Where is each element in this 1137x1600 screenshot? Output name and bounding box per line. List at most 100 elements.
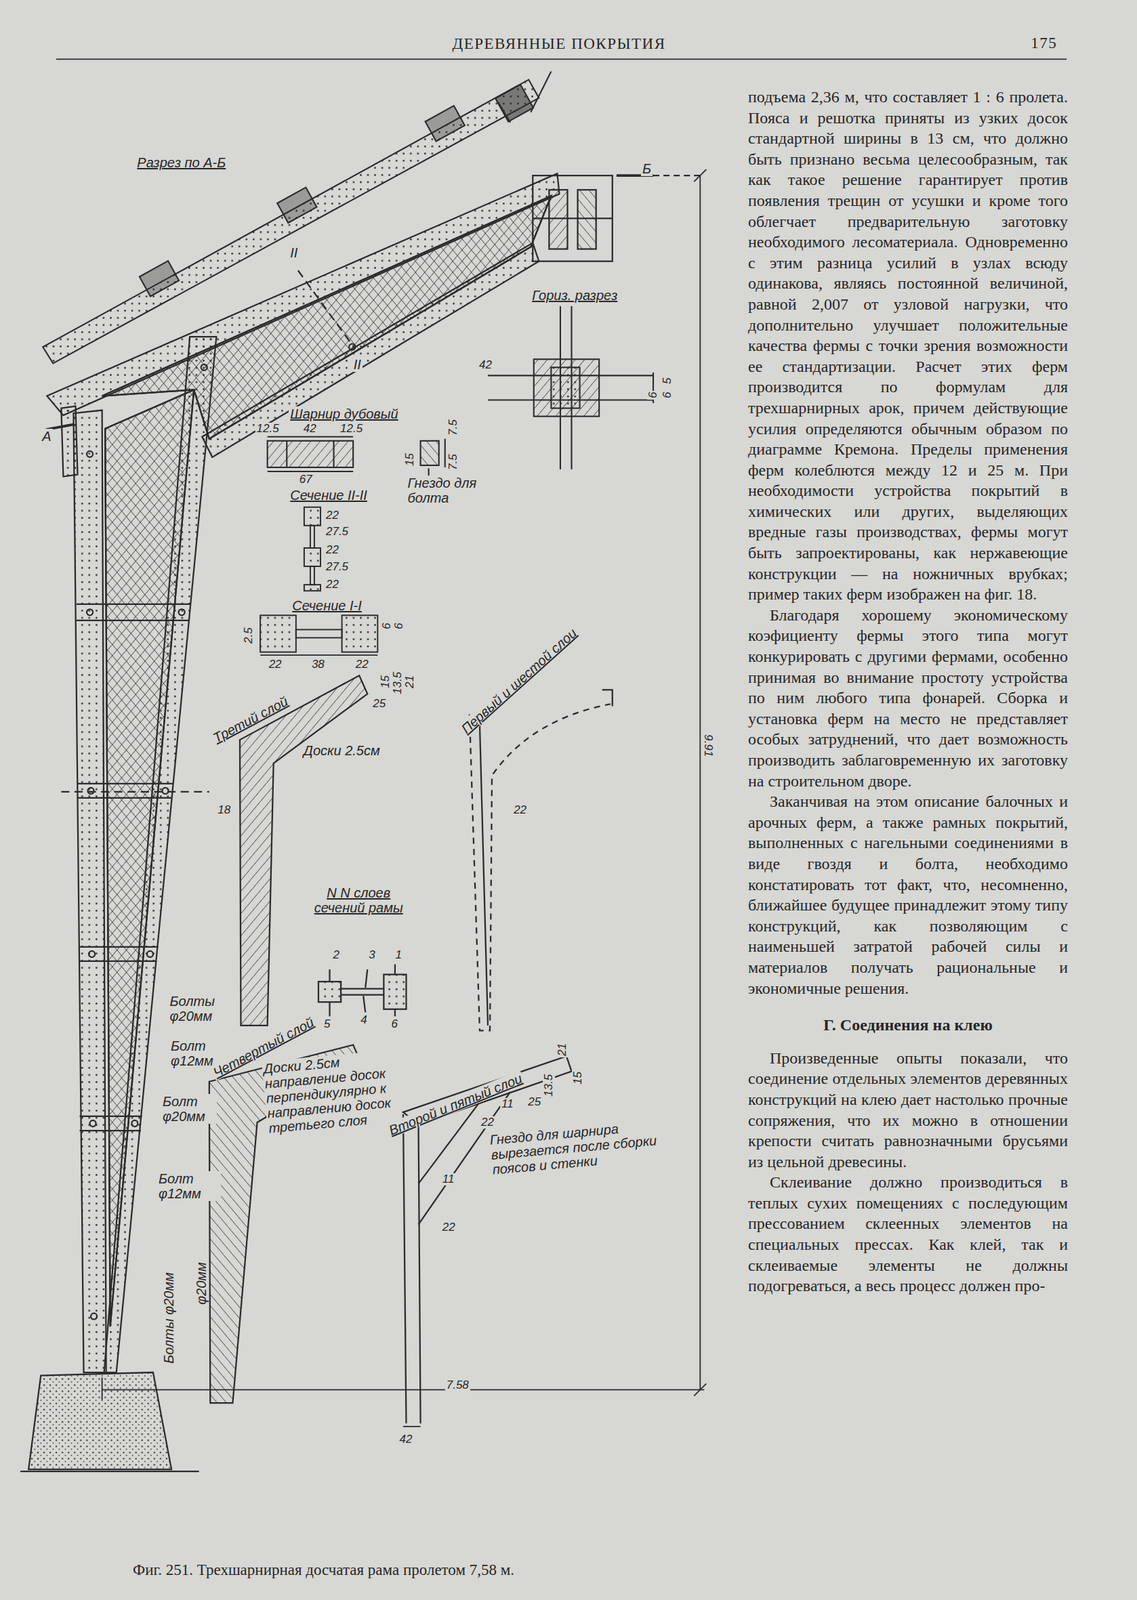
section-marks [46, 175, 705, 793]
layer-number: 1 [393, 949, 403, 962]
layer-shapes [340, 988, 384, 990]
note: Доски 2.5см направление досок перпендику… [261, 1050, 398, 1136]
horizontal-section [533, 359, 599, 417]
layer-shapes [239, 675, 368, 1026]
foundation [20, 1471, 200, 1473]
layer-shapes [394, 1009, 396, 1018]
frame [577, 189, 597, 249]
legend-title: N N слоев сечений рамы [306, 885, 412, 916]
dimension: 7.58 [445, 1379, 471, 1392]
frame [102, 195, 552, 439]
dimension: 22 [324, 578, 341, 591]
layer-shapes [328, 969, 330, 982]
hinge-detail [333, 441, 335, 468]
header-rule [56, 58, 1067, 61]
dimension: 7.5 [447, 452, 460, 472]
frame [86, 451, 93, 458]
hinge-detail [285, 441, 288, 468]
section-heading: Г. Соединения на клею [748, 1015, 1068, 1037]
frame [60, 406, 78, 478]
section-letter: А [40, 428, 53, 444]
dimension: 6 [393, 621, 406, 631]
body-paragraph: подъема 2,36 м, что составляет 1 : 6 про… [748, 86, 1068, 606]
frame [88, 951, 95, 958]
dimension-lines [102, 1389, 705, 1392]
dimension-lines [693, 169, 707, 182]
dimension-lines [403, 1426, 421, 1428]
dimension: 6 [380, 621, 394, 631]
layer-shapes [602, 689, 613, 707]
dimension: 22 [441, 1221, 457, 1234]
bolt-note: Болты φ20мм [161, 1271, 177, 1367]
note: Гнездо для болта [406, 475, 502, 506]
section-2-2 [304, 548, 321, 567]
hinge-detail [267, 436, 354, 438]
layer-number: 5 [322, 1018, 332, 1031]
frame [548, 189, 568, 249]
body-paragraph: Склеивание должно производиться в теплых… [748, 1172, 1068, 1297]
layer-shapes [403, 1114, 407, 1424]
section-mark: II [352, 357, 363, 372]
foundation [20, 1372, 200, 1472]
dimension: 12.5 [338, 422, 364, 436]
hinge-detail [267, 470, 354, 473]
section-2-2 [310, 566, 315, 585]
dimension-lines [101, 1378, 103, 1401]
layer-shapes [209, 675, 613, 1424]
dimension: 67 [298, 473, 314, 486]
running-header: ДЕРЕВЯННЫЕ ПОКРЫТИЯ [451, 35, 666, 53]
roof-purlin [498, 102, 511, 123]
layer-shapes [394, 964, 396, 976]
roof-purlin [42, 79, 539, 364]
hinge-detail [267, 437, 446, 478]
text-column: подъема 2,36 м, что составляет 1 : 6 про… [748, 86, 1068, 1297]
dimension: 5 [661, 376, 674, 386]
section-title: Сечение I-I [290, 598, 364, 614]
layer-shapes [383, 975, 406, 1010]
dimension: 22 [512, 804, 528, 817]
frame [73, 410, 106, 1373]
section-marks [298, 270, 356, 349]
dimension: 15 [379, 674, 392, 690]
dimension-lines [102, 169, 707, 1428]
layer-shapes [340, 994, 384, 997]
dimension: 6 [647, 390, 660, 400]
bolt-note: Болт φ12мм [157, 1171, 221, 1202]
dimension: 11 [500, 1098, 515, 1111]
hinge-detail [420, 441, 440, 466]
section-2-2 [304, 584, 321, 591]
dimension: 13.5 [391, 670, 404, 696]
layer-shapes [318, 981, 341, 1003]
section-1-1 [260, 615, 378, 656]
frame [90, 1313, 97, 1320]
section-mark: II [288, 245, 299, 261]
frame [76, 603, 192, 606]
dimension: 15 [571, 1070, 585, 1087]
dimension: 15 [403, 451, 417, 468]
dimension: 22 [324, 544, 341, 557]
figure-caption: Фиг. 251. Трехшарнирная досчатая рама пр… [132, 1561, 515, 1580]
dimension: 25 [526, 1096, 543, 1109]
section-1-1 [296, 629, 343, 638]
layer-number: 6 [389, 1018, 399, 1031]
frame [147, 951, 154, 958]
frame [79, 1130, 141, 1132]
foundation [28, 1372, 172, 1470]
horizontal-section [487, 306, 654, 470]
frame [161, 788, 169, 795]
section-1-1 [260, 615, 297, 652]
dimension: 18 [216, 804, 232, 817]
frame [88, 788, 95, 795]
frame [46, 173, 612, 1373]
frame [201, 243, 539, 458]
horizontal-section [550, 367, 580, 408]
layer-shapes [328, 1002, 330, 1017]
dimension: 21 [403, 674, 417, 690]
frame [532, 175, 612, 262]
layer-shapes [469, 704, 611, 1031]
roof-purlin [495, 84, 534, 122]
view-title: Разрез по А-Б [135, 155, 227, 171]
section-1-1 [342, 615, 379, 652]
layer-number: 2 [332, 949, 341, 962]
